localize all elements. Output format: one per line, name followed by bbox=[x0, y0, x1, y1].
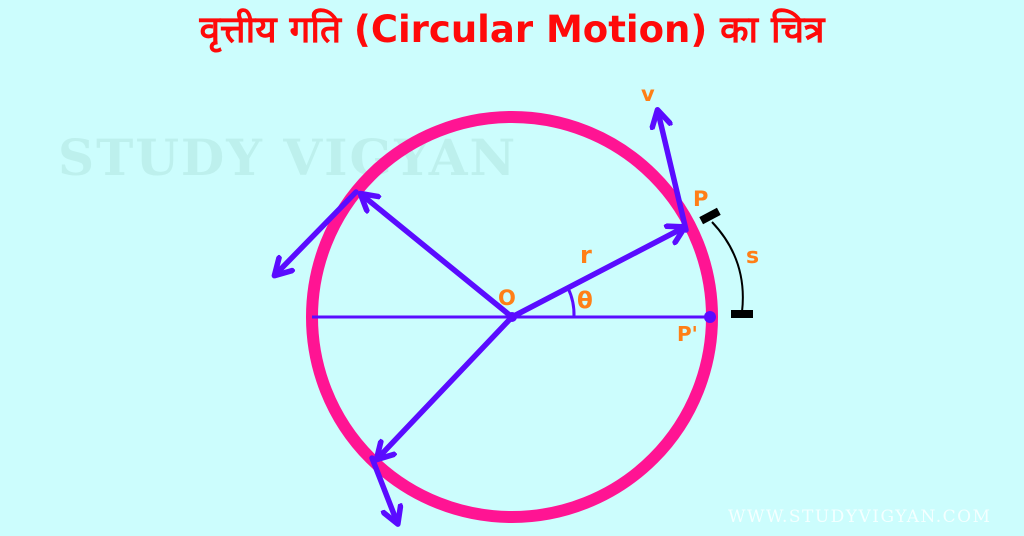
arc-length-label: s bbox=[746, 244, 759, 269]
radius-vector-lower-left bbox=[378, 314, 515, 458]
radius-vector-p bbox=[509, 228, 683, 320]
velocity-vector-upper-left bbox=[276, 189, 359, 274]
reference-point-dot bbox=[704, 311, 716, 323]
origin-label: O bbox=[498, 286, 516, 310]
arc-marker-top bbox=[699, 207, 721, 225]
velocity-vector-p bbox=[658, 112, 689, 233]
radius-label: r bbox=[580, 241, 592, 269]
velocity-label: v bbox=[641, 82, 655, 106]
watermark: STUDY VIGYAN bbox=[58, 128, 518, 187]
arc-marker-bottom bbox=[731, 310, 753, 318]
angle-arc bbox=[566, 287, 576, 318]
point-p-label: P bbox=[693, 187, 708, 211]
point-p-prime-label: P' bbox=[677, 322, 698, 346]
velocity-vector-lower-left bbox=[369, 455, 397, 522]
footer-url: WWW.STUDYVIGYAN.COM bbox=[728, 507, 992, 527]
angle-label: θ bbox=[577, 288, 593, 314]
radius-vector-upper-left bbox=[362, 195, 515, 320]
arc-length-curve bbox=[711, 221, 744, 313]
page-title: वृत्तीय गति (Circular Motion) का चित्र bbox=[199, 8, 825, 51]
